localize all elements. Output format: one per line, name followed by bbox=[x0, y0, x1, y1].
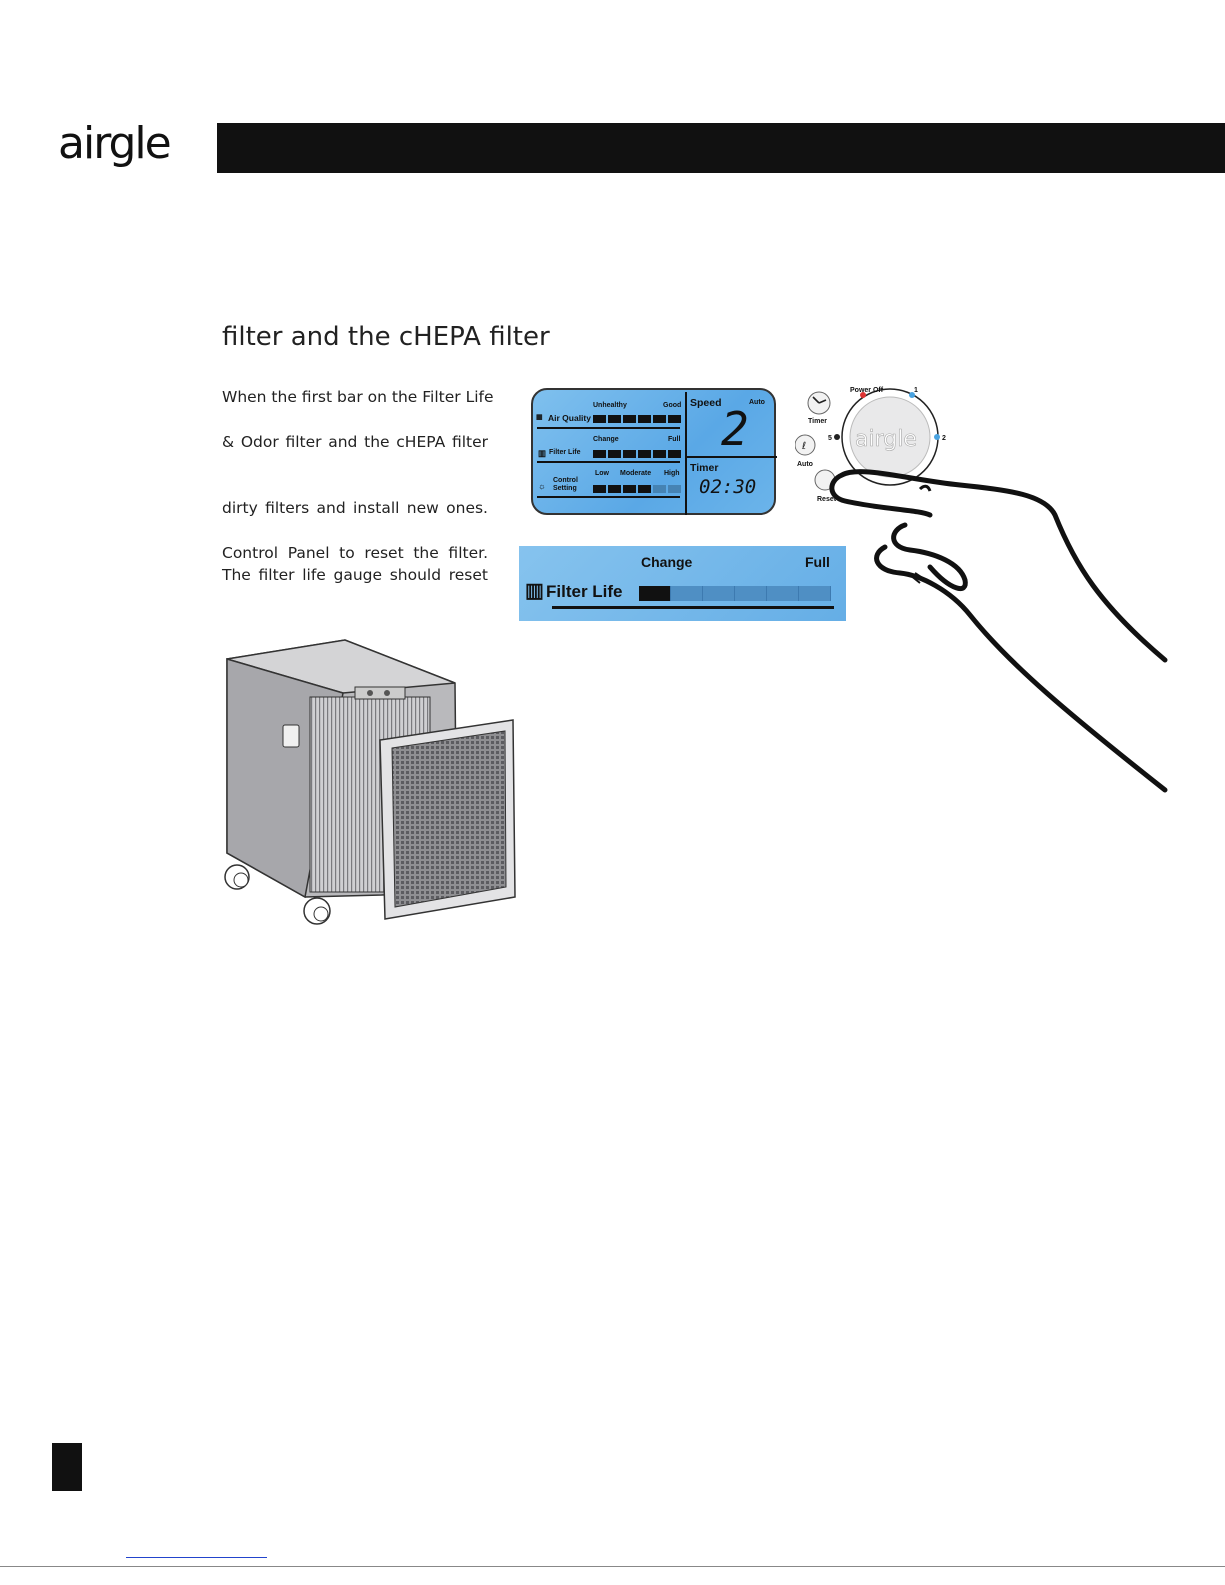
speed-5-indicator bbox=[834, 434, 840, 440]
paragraph-line-5: The filter life gauge should reset bbox=[222, 566, 488, 584]
control-dial: airgle Power Off 1 2 5 Timer ℓ Auto Rese… bbox=[795, 387, 946, 503]
timer-icon bbox=[812, 396, 827, 404]
filter-life-gauge: Change Full ▥ Filter Life bbox=[519, 546, 846, 621]
high-label: High bbox=[664, 470, 680, 477]
setting-label: Setting bbox=[553, 485, 577, 492]
speed-5-label: 5 bbox=[828, 435, 832, 442]
page-number-box bbox=[52, 1443, 82, 1491]
footer-line bbox=[0, 1566, 1225, 1567]
moderate-label: Moderate bbox=[620, 470, 652, 477]
air-quality-label: Air Quality bbox=[548, 413, 591, 423]
control-label: Control bbox=[553, 477, 578, 484]
auto-label: Auto bbox=[749, 399, 765, 406]
power-off-indicator bbox=[860, 392, 866, 398]
speed-underline bbox=[687, 456, 777, 458]
paragraph-line-1: When the first bar on the Filter Life bbox=[222, 388, 494, 406]
svg-text:airgle: airgle bbox=[58, 118, 170, 169]
speed-1-indicator bbox=[909, 392, 915, 398]
airgle-logo: airgle bbox=[58, 118, 172, 169]
low-label: Low bbox=[595, 470, 609, 477]
filter-life-label: Filter Life bbox=[549, 449, 581, 456]
speed-label: Speed bbox=[690, 397, 722, 409]
timer-value: 02:30 bbox=[699, 476, 757, 498]
gauge-change-label: Change bbox=[641, 554, 693, 570]
auto-button-label: Auto bbox=[797, 461, 813, 468]
paragraph-line-3: dirty filters and install new ones. bbox=[222, 499, 488, 517]
gauge-filter-icon: ▥ bbox=[525, 580, 544, 602]
unhealthy-label: Unhealthy bbox=[593, 402, 627, 409]
footer-link[interactable] bbox=[126, 1557, 267, 1558]
control-setting-bars bbox=[593, 485, 681, 493]
reset-button-label: Reset bbox=[817, 496, 837, 503]
timer-label: Timer bbox=[690, 462, 719, 474]
air-quality-bars bbox=[593, 415, 681, 423]
air-quality-underline bbox=[537, 427, 680, 429]
purifier-illustration bbox=[224, 639, 516, 925]
speed-2-indicator bbox=[934, 434, 940, 440]
gauge-filter-life-label: Filter Life bbox=[546, 582, 623, 601]
gauge-full-label: Full bbox=[805, 554, 830, 570]
filter-icon: ▥ bbox=[538, 448, 547, 458]
gauge-underline bbox=[552, 606, 834, 609]
change-label: Change bbox=[593, 436, 619, 443]
control-setting-underline bbox=[537, 496, 680, 498]
auto-button bbox=[795, 434, 816, 456]
paragraph-line-2: & Odor filter and the cHEPA filter bbox=[222, 433, 488, 451]
hand-illustration bbox=[829, 469, 1168, 793]
speed-2-label: 2 bbox=[942, 435, 946, 442]
air-quality-icon: ▦ bbox=[536, 414, 543, 421]
power-off-label: Power Off bbox=[850, 387, 884, 394]
gauge-track bbox=[639, 586, 831, 601]
speed-1-label: 1 bbox=[914, 387, 918, 394]
timer-button-label: Timer bbox=[808, 418, 827, 425]
sun-icon: ☼ bbox=[538, 481, 546, 491]
filter-life-bars bbox=[593, 450, 681, 458]
section-title: filter and the cHEPA filter bbox=[222, 322, 550, 352]
auto-icon: ℓ bbox=[802, 441, 806, 452]
filter-life-underline bbox=[537, 461, 680, 463]
lcd-display: Unhealthy Good ▦ Air Quality Change Full… bbox=[531, 388, 777, 515]
lcd-divider bbox=[685, 392, 687, 515]
speed-value: 2 bbox=[721, 402, 749, 456]
dial-brand: airgle bbox=[855, 427, 917, 452]
paragraph-line-4: Control Panel to reset the filter. bbox=[222, 544, 488, 562]
header-bar bbox=[217, 123, 1225, 173]
full-label: Full bbox=[668, 436, 681, 443]
good-label: Good bbox=[663, 402, 682, 409]
